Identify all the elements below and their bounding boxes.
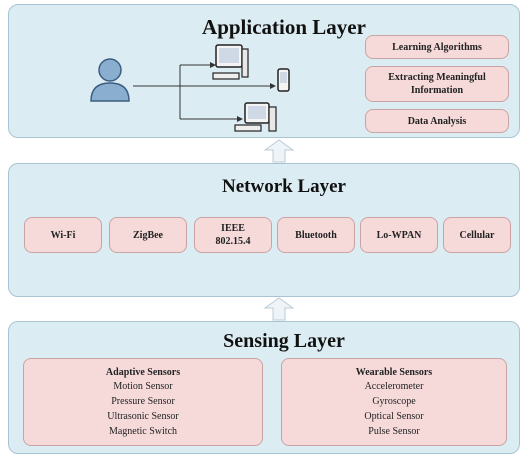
protocol-zigbee: ZigBee (109, 217, 187, 253)
protocol-ieee-802-15-4: IEEE 802.15.4 (194, 217, 272, 253)
list-item: Motion Sensor (113, 381, 173, 392)
protocol-cellular: Cellular (443, 217, 511, 253)
application-layer: Application Layer (8, 4, 520, 138)
adaptive-sensors-heading: Adaptive Sensors (105, 367, 181, 378)
sensing-layer-title: Sensing Layer (223, 330, 345, 352)
protocol-bluetooth: Bluetooth (277, 217, 355, 253)
list-item: Optical Sensor (364, 411, 424, 422)
application-layer-title: Application Layer (202, 15, 366, 39)
service-extracting-meaningful-information: Extracting Meaningful Information (365, 66, 509, 102)
up-arrow-icon (264, 139, 294, 163)
protocol-wifi: Wi-Fi (24, 217, 102, 253)
list-item: Gyroscope (372, 396, 416, 407)
sensing-layer: Sensing Layer Adaptive Sensors Motion Se… (8, 321, 520, 454)
user-icon (90, 58, 130, 102)
network-layer-title: Network Layer (222, 176, 346, 197)
desktop-computer-icon (212, 44, 249, 80)
list-item: Magnetic Switch (108, 426, 178, 437)
network-layer: Network Layer Wi-Fi ZigBee IEEE 802.15.4… (8, 163, 520, 297)
mobile-phone-icon (277, 68, 290, 92)
list-item: Ultrasonic Sensor (107, 411, 179, 422)
adaptive-sensors-box: Adaptive Sensors Motion Sensor Pressure … (23, 358, 263, 446)
service-learning-algorithms: Learning Algorithms (365, 35, 509, 59)
service-data-analysis: Data Analysis (365, 109, 509, 133)
list-item: Accelerometer (364, 381, 424, 392)
wearable-sensors-box: Wearable Sensors Accelerometer Gyroscope… (281, 358, 507, 446)
device-network-illustration (90, 44, 290, 132)
list-item: Pressure Sensor (111, 396, 175, 407)
workstation-icon (234, 102, 277, 132)
list-item: Pulse Sensor (368, 426, 420, 437)
up-arrow-icon (264, 297, 294, 321)
wearable-sensors-heading: Wearable Sensors (355, 367, 433, 378)
protocol-lo-wpan: Lo-WPAN (360, 217, 438, 253)
